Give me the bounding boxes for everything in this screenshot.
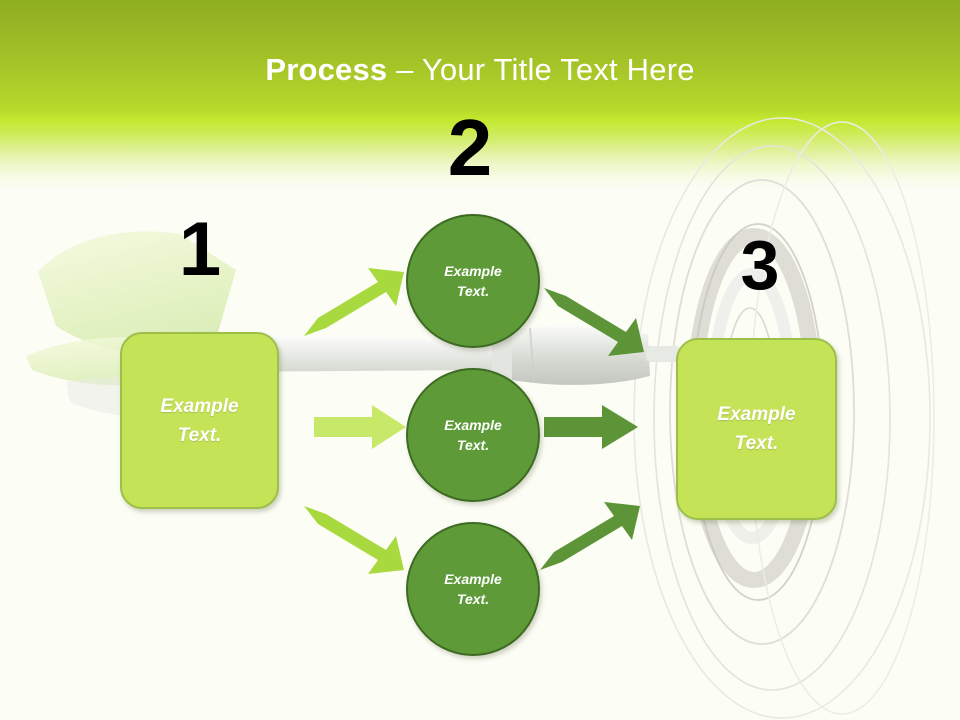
page-title-regular: – Your Title Text Here: [387, 52, 695, 87]
process-circle-middle[interactable]: Example Text.: [406, 368, 540, 502]
arrow-circle-bottom-to-end: [536, 500, 646, 580]
process-box-end-line2: Text.: [734, 433, 779, 454]
dart-graphic: [0, 230, 700, 420]
arrow-start-to-circle-top: [300, 262, 410, 342]
arrow-start-to-circle-middle: [310, 403, 410, 451]
process-box-end-line1: Example: [717, 404, 796, 425]
process-circle-bottom-text: Example Text.: [444, 569, 502, 609]
process-circle-middle-text: Example Text.: [444, 415, 502, 455]
process-circle-middle-line1: Example: [444, 417, 502, 433]
process-box-start-text: Example Text.: [160, 392, 238, 450]
process-circle-top-line2: Text.: [456, 283, 490, 299]
process-box-end[interactable]: Example Text.: [676, 338, 837, 520]
process-box-end-text: Example Text.: [717, 400, 795, 458]
process-circle-top-text: Example Text.: [444, 261, 502, 301]
arrow-circle-top-to-end: [540, 282, 650, 362]
process-circle-bottom[interactable]: Example Text.: [406, 522, 540, 656]
process-circle-top[interactable]: Example Text.: [406, 214, 540, 348]
process-circle-top-line1: Example: [444, 263, 502, 279]
page-title: Process – Your Title Text Here: [0, 52, 960, 88]
process-circle-bottom-line2: Text.: [456, 591, 490, 607]
process-circle-middle-line2: Text.: [456, 437, 490, 453]
process-box-start-line1: Example: [160, 395, 239, 417]
step-number-2: 2: [447, 103, 493, 192]
process-box-start-line2: Text.: [177, 424, 222, 446]
arrow-start-to-circle-bottom: [300, 500, 410, 580]
page-title-bold: Process: [265, 52, 388, 87]
arrow-circle-middle-to-end: [542, 403, 642, 451]
step-number-1: 1: [178, 207, 222, 292]
process-box-start[interactable]: Example Text.: [120, 332, 279, 509]
step-number-3: 3: [740, 226, 780, 304]
process-circle-bottom-line1: Example: [444, 571, 502, 587]
